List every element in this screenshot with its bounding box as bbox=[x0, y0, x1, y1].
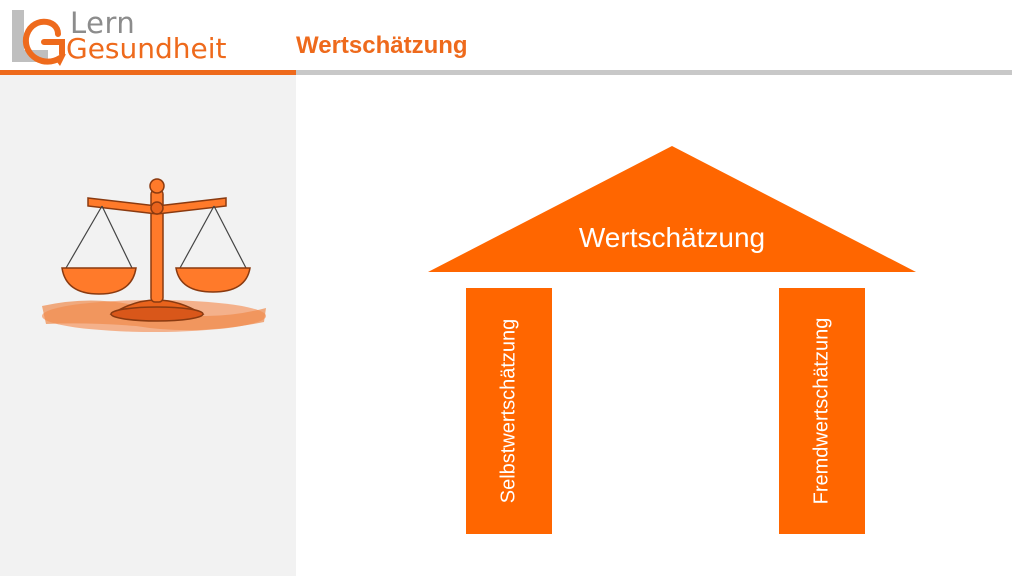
page-title: Wertschätzung bbox=[296, 32, 468, 59]
roof-shape bbox=[428, 146, 916, 272]
roof-label: Wertschätzung bbox=[578, 222, 766, 253]
scales-of-justice-icon bbox=[42, 178, 266, 332]
logo-mark-icon bbox=[12, 10, 66, 66]
pillar-left: Selbstwertschätzung bbox=[466, 288, 552, 534]
logo: Lern Gesundheit bbox=[4, 4, 244, 72]
logo-text-gesundheit: Gesundheit bbox=[66, 32, 227, 65]
header-divider-accent bbox=[0, 70, 296, 75]
pillar-right-label: Fremdwertschätzung bbox=[810, 317, 833, 505]
pillar-right: Fremdwertschätzung bbox=[779, 288, 865, 534]
header-divider bbox=[0, 70, 1012, 75]
header-divider-line bbox=[296, 70, 1012, 75]
pillar-left-label: Selbstwertschätzung bbox=[497, 318, 520, 504]
logo-text-lern: Lern bbox=[70, 6, 136, 40]
